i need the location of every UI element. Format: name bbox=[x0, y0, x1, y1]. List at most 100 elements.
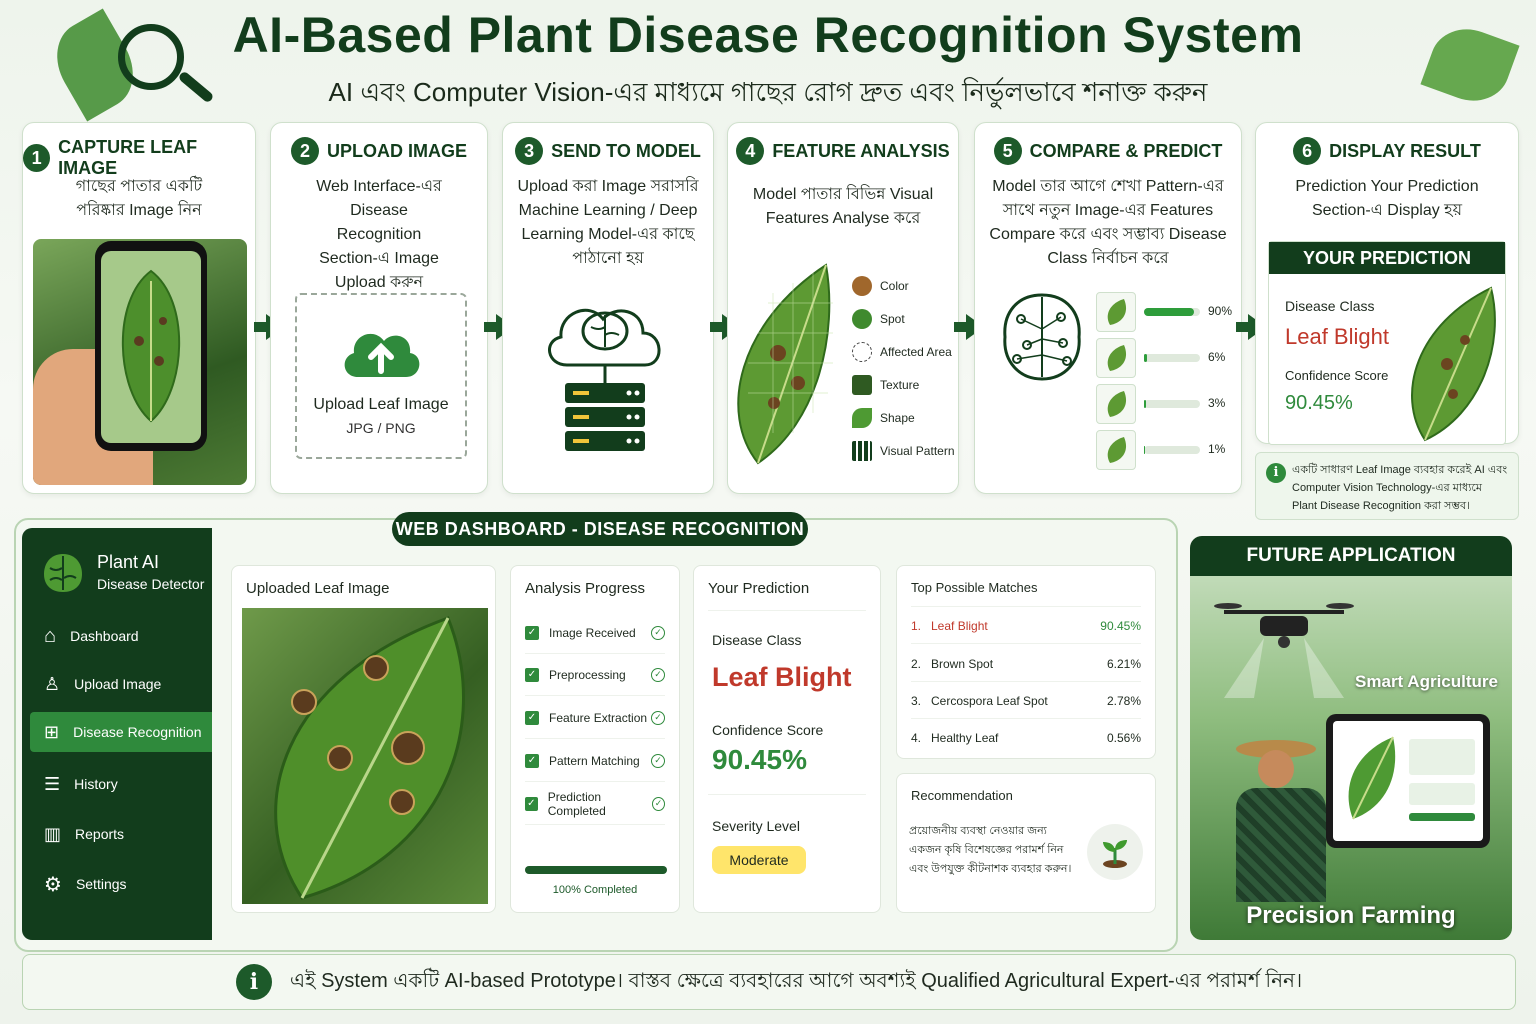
cloud-brain-server-icon bbox=[548, 308, 661, 451]
user-upload-icon: ♙ bbox=[44, 673, 61, 694]
step-description: Model তার আগে শেখা Pattern-এর সাথে নতুন … bbox=[989, 178, 1227, 267]
confidence-label: Confidence Score bbox=[712, 722, 824, 738]
page-title: AI-Based Plant Disease Recognition Syste… bbox=[232, 7, 1304, 63]
leaf-icon bbox=[1107, 299, 1127, 325]
progress-label: Pattern Matching bbox=[549, 753, 640, 768]
prediction-bar-row: 6% bbox=[1096, 338, 1225, 378]
progress-bar-fill bbox=[525, 866, 667, 874]
phone-screen bbox=[101, 251, 201, 443]
phone-shape bbox=[95, 241, 207, 451]
feature-label: Texture bbox=[880, 378, 920, 392]
prediction-card: YOUR PREDICTION Disease Class Leaf Bligh… bbox=[1268, 241, 1506, 445]
info-note: i একটি সাধারণ Leaf Image ব্যবহার করেই AI… bbox=[1255, 452, 1519, 520]
step-title: FEATURE ANALYSIS bbox=[772, 140, 950, 161]
future-label-smart-agriculture: Smart Agriculture bbox=[1355, 672, 1498, 691]
check-circle-icon: ✓ bbox=[651, 710, 665, 725]
sidebar-item-label: Dashboard bbox=[70, 628, 139, 644]
neural-brain-icon bbox=[1003, 293, 1081, 381]
leaf-thumbnail bbox=[1096, 430, 1136, 470]
farmer-body bbox=[1236, 788, 1326, 902]
step-description: গাছের পাতার একটি পরিষ্কার Image নিন bbox=[75, 178, 203, 219]
progress-item: ✓Prediction Completed✓ bbox=[525, 783, 666, 825]
grid-icon bbox=[852, 441, 872, 461]
upload-dropzone[interactable]: Upload Leaf Image JPG / PNG bbox=[295, 293, 467, 459]
sidebar-item-upload-image[interactable]: ♙Upload Image bbox=[30, 664, 212, 704]
match-score: 2.78% bbox=[1106, 693, 1141, 708]
checkbox-checked: ✓ bbox=[525, 625, 539, 640]
disease-label: Disease Class bbox=[712, 632, 802, 648]
future-label-precision-farming: Precision Farming bbox=[1246, 902, 1456, 929]
sidebar-item-label: Disease Recognition bbox=[73, 724, 202, 740]
divider bbox=[708, 610, 866, 611]
sidebar-item-disease-recognition[interactable]: ⊞Disease Recognition bbox=[30, 712, 212, 752]
brand-name: Plant AI bbox=[97, 552, 160, 572]
step-title: DISPLAY RESULT bbox=[1329, 140, 1481, 161]
dashboard-tab: WEB DASHBOARD - DISEASE RECOGNITION bbox=[392, 512, 808, 546]
uploaded-leaf-image bbox=[242, 608, 488, 904]
match-rank: 3. bbox=[911, 693, 922, 708]
leaf-icon bbox=[1107, 345, 1127, 371]
step-description: Web Interface-এর Disease Recognition Sec… bbox=[316, 178, 442, 291]
tablet-chart bbox=[1409, 783, 1475, 805]
dashed-circle-icon bbox=[852, 342, 872, 362]
info-note-text: একটি সাধারণ Leaf Image ব্যবহার করেই AI এ… bbox=[1292, 464, 1508, 512]
sidebar-item-dashboard[interactable]: ⌂Dashboard bbox=[30, 616, 212, 656]
drone-icon bbox=[1214, 603, 1354, 698]
sidebar-item-settings[interactable]: ⚙Settings bbox=[30, 864, 212, 904]
future-header: FUTURE APPLICATION bbox=[1190, 536, 1512, 576]
feature-label: Visual Pattern bbox=[880, 444, 955, 458]
feature-label: Color bbox=[880, 279, 909, 293]
tablet-screen bbox=[1333, 721, 1483, 841]
leaf-thumbnail bbox=[1096, 338, 1136, 378]
spot-icon bbox=[852, 309, 872, 329]
document-icon: ☰ bbox=[44, 773, 61, 794]
step-number: 4 bbox=[736, 137, 765, 165]
sprout-icon bbox=[1087, 824, 1143, 880]
recommendation-panel: Recommendation প্রয়োজনীয় ব্যবস্থা নেওয… bbox=[896, 773, 1156, 913]
prediction-bar-row: 90% bbox=[1096, 292, 1232, 332]
match-name: Healthy Leaf bbox=[931, 731, 999, 745]
leaf-thumbnail bbox=[1096, 384, 1136, 424]
check-circle-icon: ✓ bbox=[652, 796, 666, 811]
disease-label: Disease Class bbox=[1285, 298, 1375, 314]
leaf-shape-icon bbox=[852, 408, 872, 428]
magnifier-icon bbox=[118, 24, 184, 90]
step-description: Upload করা Image সরাসরি Machine Learning… bbox=[517, 178, 699, 267]
gear-icon: ⚙ bbox=[44, 873, 62, 896]
feature-label: Affected Area bbox=[880, 345, 952, 359]
check-circle-icon: ✓ bbox=[651, 753, 665, 768]
feature-spot: Spot bbox=[852, 309, 905, 329]
sidebar-item-reports[interactable]: ▥Reports bbox=[30, 814, 212, 854]
prediction-card-header: YOUR PREDICTION bbox=[1269, 242, 1505, 274]
sidebar-item-history[interactable]: ☰ History bbox=[30, 764, 212, 804]
match-name: Leaf Blight bbox=[931, 618, 988, 633]
progress-bar-track bbox=[525, 866, 667, 874]
farmer-head bbox=[1258, 750, 1294, 788]
progress-item: ✓Preprocessing✓ bbox=[525, 654, 665, 696]
analysis-progress-panel: Analysis Progress ✓Image Received✓ ✓Prep… bbox=[510, 565, 680, 913]
feature-shape: Shape bbox=[852, 408, 915, 428]
divider bbox=[911, 606, 1141, 607]
sprout-icon-svg bbox=[1103, 840, 1127, 868]
upload-formats: JPG / PNG bbox=[346, 420, 416, 436]
progress-label: Preprocessing bbox=[549, 667, 626, 682]
sidebar-item-label: Reports bbox=[75, 826, 125, 842]
prediction-bar-label: 6% bbox=[1208, 350, 1226, 364]
page-subtitle: AI এবং Computer Vision-এর মাধ্যমে গাছের … bbox=[328, 77, 1208, 107]
sidebar-item-label: History bbox=[74, 776, 118, 792]
leaf-icon bbox=[1107, 391, 1127, 417]
farmer-figure bbox=[1226, 732, 1336, 902]
tablet-bar bbox=[1409, 813, 1475, 821]
panel-title: Uploaded Leaf Image bbox=[246, 580, 390, 597]
step-number: 6 bbox=[1293, 137, 1322, 165]
farmer-hat bbox=[1236, 740, 1316, 758]
leaf-thumbnail bbox=[1096, 292, 1136, 332]
your-prediction-panel: Your Prediction Disease Class Leaf Bligh… bbox=[693, 565, 881, 913]
prediction-bar bbox=[1144, 446, 1145, 454]
panel-title: Analysis Progress bbox=[525, 580, 646, 597]
checkbox-checked: ✓ bbox=[525, 796, 538, 811]
info-icon: i bbox=[1266, 463, 1286, 483]
future-application-panel: FUTURE APPLICATION Smart Agriculture Pre… bbox=[1190, 536, 1512, 940]
